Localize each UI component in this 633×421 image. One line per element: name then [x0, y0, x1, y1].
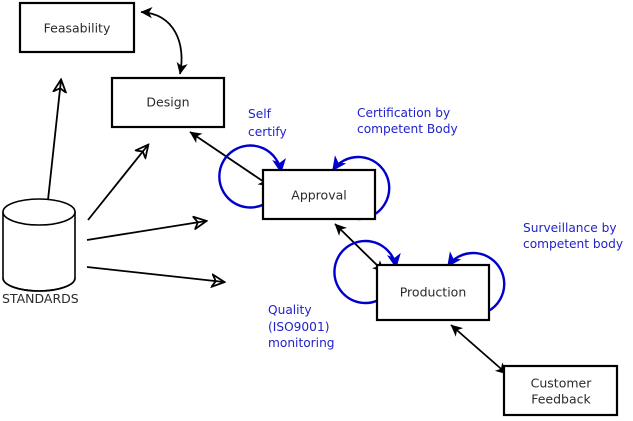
feasability-box [18, 1, 136, 54]
production-label: Production [400, 285, 467, 300]
customer-feedback-label-line-1: Customer [531, 376, 593, 391]
annotation-quality-iso9001-monitoring: Quality (ISO9001) monitoring [268, 303, 335, 350]
cylinder-bottom-arc [2, 277, 76, 292]
node-approval[interactable]: Approval [261, 168, 377, 221]
self-certify-line-2: certify [248, 125, 287, 139]
loop-production-surveillance [447, 251, 506, 317]
self-certify-line-1: Self [248, 107, 272, 121]
approval-box [261, 168, 377, 221]
arrow-standards-to-production [86, 266, 224, 282]
arrow-standards-to-design [87, 145, 148, 221]
design-box [110, 76, 226, 129]
arrow-standards-to-feasability [47, 80, 61, 201]
node-customer-feedback[interactable]: Customer Feedback [502, 364, 619, 417]
node-production[interactable]: Production [375, 263, 491, 322]
surveillance-line-2: competent body [523, 237, 623, 251]
node-design[interactable]: Design [110, 76, 226, 129]
design-label: Design [146, 95, 189, 110]
surveillance-line-1: Surveillance by [523, 221, 617, 235]
arrow-approval-production [334, 223, 385, 273]
customer-feedback-box [502, 364, 619, 417]
approval-label: Approval [291, 188, 346, 203]
certification-line-1: Certification by [357, 106, 450, 120]
node-standards-datastore[interactable]: STANDARDS [2, 198, 79, 306]
node-feasability[interactable]: Feasability [18, 1, 136, 54]
arrow-production-customer-feedback [450, 324, 508, 375]
cylinder-top-ellipse [2, 198, 76, 226]
quality-line-2: (ISO9001) [268, 320, 329, 334]
feasability-label: Feasability [44, 21, 111, 36]
standards-label: STANDARDS [2, 291, 79, 306]
arrow-standards-to-approval [86, 221, 206, 241]
arrow-design-approval [189, 131, 271, 187]
quality-line-1: Quality [268, 303, 312, 317]
certification-line-2: competent Body [357, 122, 458, 136]
quality-line-3: monitoring [268, 336, 335, 350]
customer-feedback-label-line-2: Feedback [531, 392, 591, 407]
annotation-surveillance-by-competent-body: Surveillance by competent body [523, 221, 623, 251]
arrow-feasability-design [140, 7, 188, 75]
annotation-self-certify: Self certify [248, 107, 287, 139]
annotation-certification-by-competent-body: Certification by competent Body [357, 106, 458, 136]
production-box [375, 263, 491, 322]
